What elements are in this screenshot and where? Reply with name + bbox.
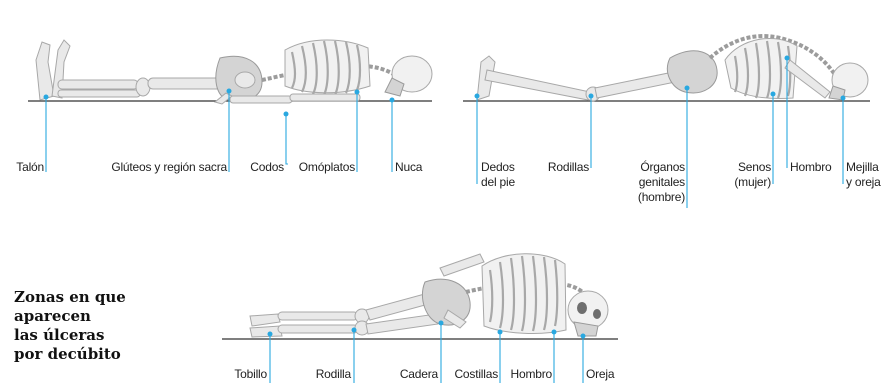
label-genitals: Órganos genitales (hombre)	[625, 160, 685, 205]
label-breasts: Senos (mujer)	[725, 160, 771, 190]
label-toes-line1: Dedos	[481, 160, 515, 175]
toes-dot	[475, 94, 480, 99]
label-genitals-line2: genitales	[625, 175, 685, 190]
eye-socket-2	[593, 309, 601, 319]
prone-panel: Dedos del pie Rodillas Órganos genitales…	[445, 0, 887, 220]
label-shoulder-blades: Omóplatos	[288, 160, 355, 175]
label-shoulder: Hombro	[790, 160, 831, 175]
label-breasts-line1: Senos	[725, 160, 771, 175]
label-heel: Talón	[6, 160, 44, 175]
label-elbows: Codos	[240, 160, 284, 175]
heel-dot	[44, 95, 49, 100]
foot-bones	[36, 42, 54, 100]
knees-dot	[589, 94, 594, 99]
humerus	[440, 254, 484, 276]
elbows-dot	[284, 112, 289, 117]
tibia-upper	[278, 312, 358, 320]
humerus	[290, 94, 360, 101]
figure-caption: Zonas en que aparecen las úlceras por de…	[14, 288, 174, 364]
ear-dot	[581, 334, 586, 339]
forearm	[230, 96, 292, 103]
knee-dot	[352, 328, 357, 333]
nape-dot	[390, 98, 395, 103]
label-cheek-line2: y oreja	[846, 175, 881, 190]
foot-lower	[250, 326, 282, 337]
label-cheek-line1: Mejilla	[846, 160, 881, 175]
label-toes-line2: del pie	[481, 175, 515, 190]
shoulder-blades-dot	[355, 90, 360, 95]
shoulder-dot	[552, 330, 557, 335]
fibula	[58, 90, 140, 97]
sacrum	[235, 72, 255, 88]
label-shoulder: Hombro	[502, 367, 552, 382]
eye-socket	[577, 302, 587, 314]
label-genitals-line1: Órganos	[625, 160, 685, 175]
label-hip: Cadera	[390, 367, 438, 382]
foot-upper	[250, 314, 280, 326]
label-ear: Oreja	[586, 367, 614, 382]
shoulder-dot	[785, 56, 790, 61]
ankle-dot	[268, 332, 273, 337]
caption-line1: Zonas en que	[14, 288, 174, 307]
cheek-dot	[841, 96, 846, 101]
label-nape: Nuca	[395, 160, 422, 175]
caption-line2: aparecen	[14, 307, 174, 326]
genitals-dot	[685, 86, 690, 91]
label-buttocks: Glúteos y región sacra	[92, 160, 227, 175]
caption-line4: por decúbito	[14, 345, 174, 364]
tibia	[485, 70, 590, 100]
label-knee: Rodilla	[300, 367, 351, 382]
label-ankle: Tobillo	[210, 367, 267, 382]
label-knees: Rodillas	[535, 160, 589, 175]
breasts-dot	[771, 92, 776, 97]
elbows-pointer	[286, 114, 288, 164]
ribs-dot	[498, 330, 503, 335]
knee-cap	[136, 78, 150, 96]
buttocks-dot	[227, 89, 232, 94]
tibia	[58, 80, 138, 89]
hip-dot	[439, 321, 444, 326]
label-cheek: Mejilla y oreja	[846, 160, 881, 190]
label-breasts-line2: (mujer)	[725, 175, 771, 190]
label-toes: Dedos del pie	[481, 160, 515, 190]
supine-panel: Talón Glúteos y región sacra Codos Omópl…	[0, 0, 440, 190]
tibia-lower	[278, 325, 358, 333]
label-ribs: Costillas	[444, 367, 498, 382]
caption-line3: las úlceras	[14, 326, 174, 345]
label-genitals-line3: (hombre)	[625, 190, 685, 205]
